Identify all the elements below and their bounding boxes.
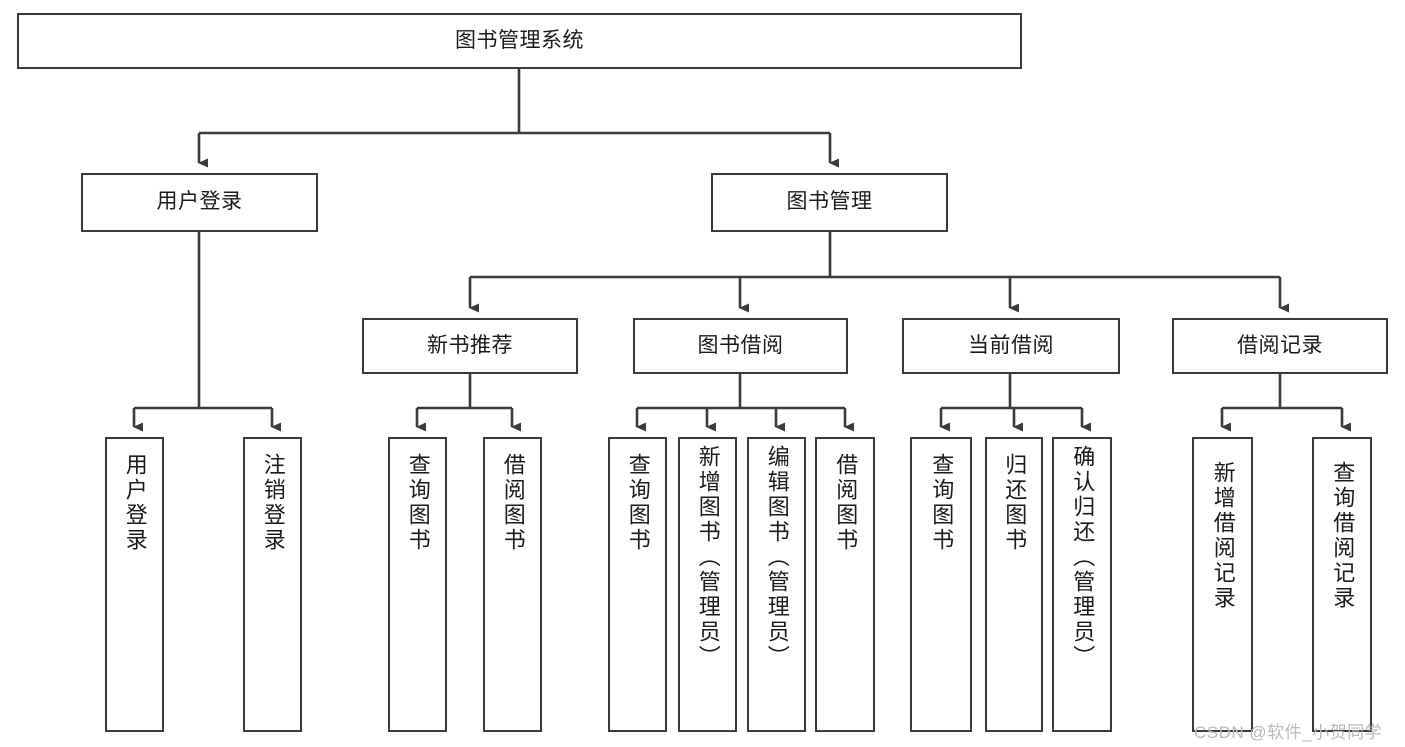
- node-leaf-user-login[interactable]: 用户登录: [105, 437, 164, 732]
- node-label: 借阅图书: [833, 453, 859, 553]
- node-leaf-add-record[interactable]: 新增借阅记录: [1192, 437, 1253, 732]
- node-leaf-borrow-book-1[interactable]: 借阅图书: [483, 437, 542, 732]
- node-root-system[interactable]: 图书管理系统: [17, 13, 1022, 69]
- node-label: 查询图书: [625, 453, 651, 553]
- node-label: 新书推荐: [427, 333, 513, 357]
- csdn-watermark: CSDN @软件_小贺同学: [1194, 718, 1382, 743]
- node-user-login[interactable]: 用户登录: [81, 173, 318, 232]
- node-label: 当前借阅: [968, 333, 1054, 357]
- node-label: 图书借阅: [697, 333, 784, 357]
- node-label: 查询图书: [929, 453, 955, 553]
- node-label: 用户登录: [156, 190, 243, 214]
- node-leaf-add-book[interactable]: 新增图书（管理员）: [678, 437, 737, 732]
- node-label: 用户登录: [122, 453, 148, 553]
- node-book-manage[interactable]: 图书管理: [711, 173, 948, 232]
- node-label: 借阅记录: [1237, 333, 1323, 357]
- node-label: 确认归还（管理员）: [1070, 445, 1096, 670]
- node-label: 图书管理: [786, 190, 873, 214]
- node-label: 新增图书（管理员）: [695, 445, 721, 670]
- node-new-book-rec[interactable]: 新书推荐: [362, 318, 578, 374]
- node-label: 查询借阅记录: [1330, 461, 1356, 611]
- node-label: 注销登录: [260, 453, 286, 553]
- node-leaf-query-record[interactable]: 查询借阅记录: [1312, 437, 1372, 732]
- node-label: 借阅图书: [500, 453, 526, 553]
- node-leaf-query-book-2[interactable]: 查询图书: [608, 437, 667, 732]
- node-leaf-edit-book[interactable]: 编辑图书（管理员）: [747, 437, 806, 732]
- watermark-text: CSDN @软件_小贺同学: [1194, 723, 1383, 742]
- node-borrow-record[interactable]: 借阅记录: [1172, 318, 1388, 374]
- node-label: 归还图书: [1002, 453, 1028, 553]
- node-label: 编辑图书（管理员）: [764, 445, 790, 670]
- node-leaf-query-book-1[interactable]: 查询图书: [388, 437, 447, 732]
- node-current-borrow[interactable]: 当前借阅: [902, 318, 1120, 374]
- node-leaf-confirm-return[interactable]: 确认归还（管理员）: [1052, 437, 1112, 732]
- node-leaf-user-logout[interactable]: 注销登录: [243, 437, 302, 732]
- node-label: 图书管理系统: [455, 28, 584, 52]
- node-book-borrow[interactable]: 图书借阅: [633, 318, 848, 374]
- node-leaf-borrow-book-2[interactable]: 借阅图书: [815, 437, 875, 732]
- node-leaf-query-book-3[interactable]: 查询图书: [910, 437, 972, 732]
- node-label: 新增借阅记录: [1210, 461, 1236, 611]
- node-label: 查询图书: [405, 453, 431, 553]
- node-leaf-return-book[interactable]: 归还图书: [985, 437, 1043, 732]
